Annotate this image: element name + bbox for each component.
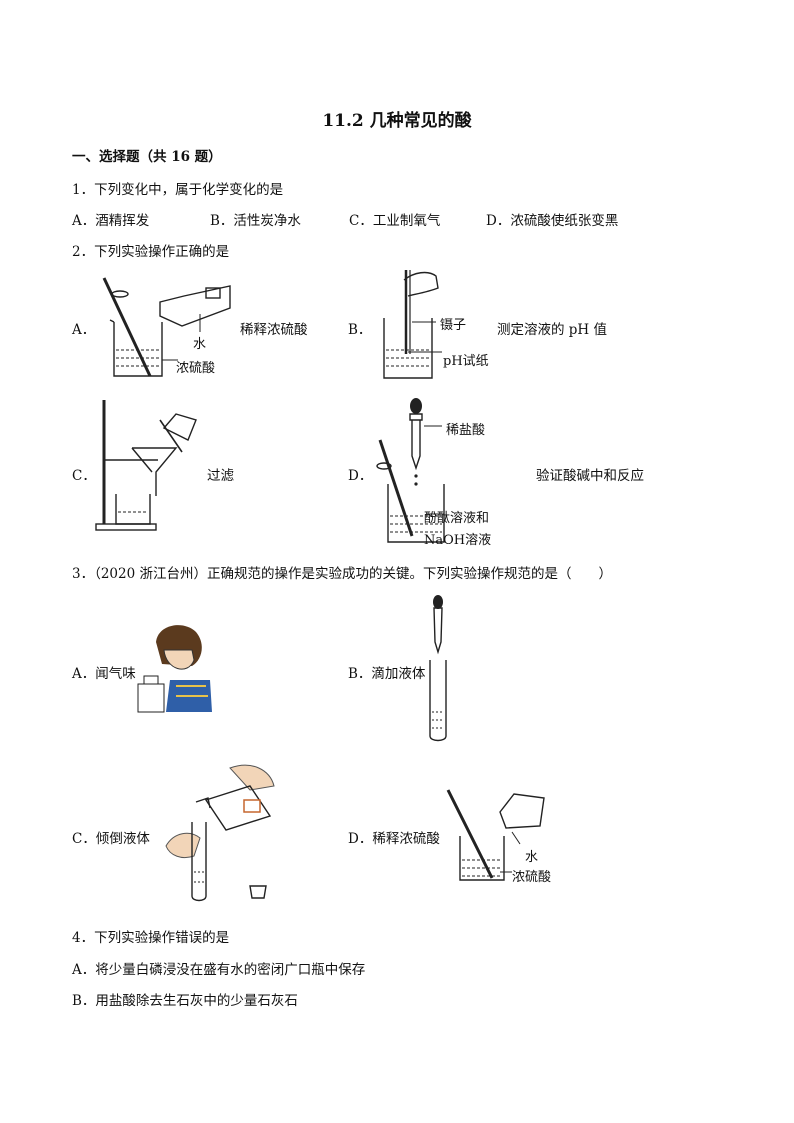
q2-option-b-caption: 测定溶液的 pH 值 (497, 322, 607, 338)
label-concentrated-acid: 浓硫酸 (176, 361, 216, 376)
q2-option-c-caption: 过滤 (207, 468, 234, 484)
section-heading: 一、选择题（共 16 题） (72, 149, 222, 165)
q3-option-c: C．倾倒液体 (72, 831, 150, 847)
label-naoh: NaOH溶液 (424, 533, 492, 548)
page-title: 11.2 几种常见的酸 (322, 111, 472, 131)
q2-option-b-letter: B． (348, 322, 372, 338)
smell-gas-diagram (137, 625, 212, 713)
label-dilute-hcl: 稀盐酸 (446, 423, 486, 438)
drop-liquid-diagram (429, 595, 447, 742)
label-ph-paper: pH试纸 (443, 354, 489, 369)
q2-option-c-letter: C． (72, 468, 96, 484)
q3-option-a: A．闻气味 (72, 666, 136, 682)
filtration-diagram (95, 400, 197, 531)
ph-test-diagram (383, 270, 442, 379)
question-2-stem: 2．下列实验操作正确的是 (72, 244, 230, 260)
question-1-option-a: A．酒精挥发 (72, 213, 150, 229)
q3-dilute-acid-diagram (446, 789, 545, 881)
question-4-option-b: B．用盐酸除去生石灰中的少量石灰石 (72, 993, 298, 1009)
q2-option-d-caption: 验证酸碱中和反应 (536, 468, 644, 484)
neutralization-diagram (376, 398, 445, 543)
question-1-option-b: B．活性炭净水 (210, 213, 301, 229)
label-phenolphthalein: 酚酞溶液和 (424, 511, 490, 526)
q3-label-water: 水 (525, 850, 539, 865)
question-1-stem: 1．下列变化中，属于化学变化的是 (72, 182, 284, 198)
q3-option-d: D．稀释浓硫酸 (348, 831, 440, 847)
label-water: 水 (193, 337, 207, 352)
q2-option-a-caption: 稀释浓硫酸 (240, 322, 308, 338)
label-tweezers: 镊子 (440, 318, 467, 333)
dilute-acid-diagram (102, 277, 231, 377)
question-1-option-d: D．浓硫酸使纸张变黑 (486, 213, 619, 229)
q2-option-d-letter: D． (348, 468, 373, 484)
pour-liquid-diagram (165, 764, 275, 902)
q3-option-b: B．滴加液体 (348, 666, 426, 682)
question-4-option-a: A．将少量白磷浸没在盛有水的密闭广口瓶中保存 (72, 962, 366, 978)
q3-label-concentrated-acid: 浓硫酸 (512, 870, 552, 885)
question-4-stem: 4．下列实验操作错误的是 (72, 930, 230, 946)
question-1-option-c: C．工业制氧气 (349, 213, 441, 229)
q2-option-a-letter: A． (72, 322, 96, 338)
question-3-stem: 3．（2020 浙江台州）正确规范的操作是实验成功的关键。下列实验操作规范的是（… (72, 566, 612, 582)
